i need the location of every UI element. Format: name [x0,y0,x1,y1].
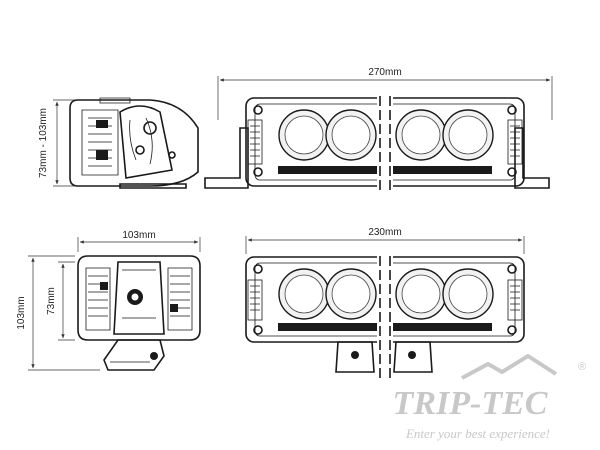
trip-tec-logo: TRIP-TEC ® Enter your best experience! [393,354,586,441]
front-view: 103mm 103mm 73mm [16,230,201,371]
light-bar-top: 270mm [204,67,553,192]
registered-mark: ® [578,361,586,373]
brand-slogan: Enter your best experience! [405,426,550,441]
front-width-label: 103mm [122,230,155,241]
front-height-inner-label: 73mm [46,287,57,315]
bottom-width-label: 230mm [368,227,401,238]
brand-name: TRIP-TEC [393,385,548,422]
top-width-label: 270mm [368,67,401,78]
front-height-outer-label: 103mm [16,296,27,329]
side-view: 73mm - 103mm [38,97,199,189]
side-height-label: 73mm - 103mm [38,108,49,178]
light-bar-bottom: 230mm [245,227,525,380]
